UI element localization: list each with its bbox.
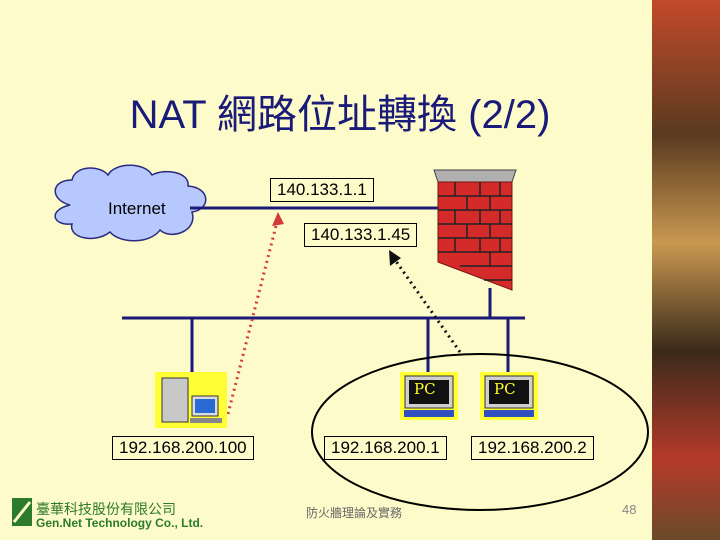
host-ip-pc1: 192.168.200.1 (324, 436, 447, 460)
firewall-icon (433, 169, 517, 291)
host-ip-pc2: 192.168.200.2 (471, 436, 594, 460)
internet-cloud (54, 164, 207, 242)
pc-2-label: PC (494, 380, 516, 398)
company-name-cn: 臺華科技股份有限公司 (36, 502, 176, 518)
pc-2-icon (480, 372, 538, 420)
pc-1-icon (400, 372, 458, 420)
server-computer-icon (155, 372, 227, 428)
company-logo-icon (12, 498, 32, 526)
public-ip-2: 140.133.1.45 (304, 223, 418, 247)
course-title: 防火牆理論及實務 (306, 506, 403, 520)
pc-1-label: PC (414, 380, 436, 398)
nat-path-pc (389, 250, 462, 353)
decorative-side-image (652, 0, 720, 540)
page-number: 48 (622, 502, 637, 517)
company-name-en: Gen.Net Technology Co., Ltd. (36, 516, 204, 530)
host-ip-server: 192.168.200.100 (112, 436, 254, 460)
internet-label: Internet (108, 199, 166, 218)
page-title: NAT 網路位址轉換 (2/2) (129, 93, 551, 137)
nat-path-server (226, 212, 284, 415)
public-ip-1: 140.133.1.1 (270, 178, 374, 202)
internal-network-ellipse (311, 353, 649, 511)
